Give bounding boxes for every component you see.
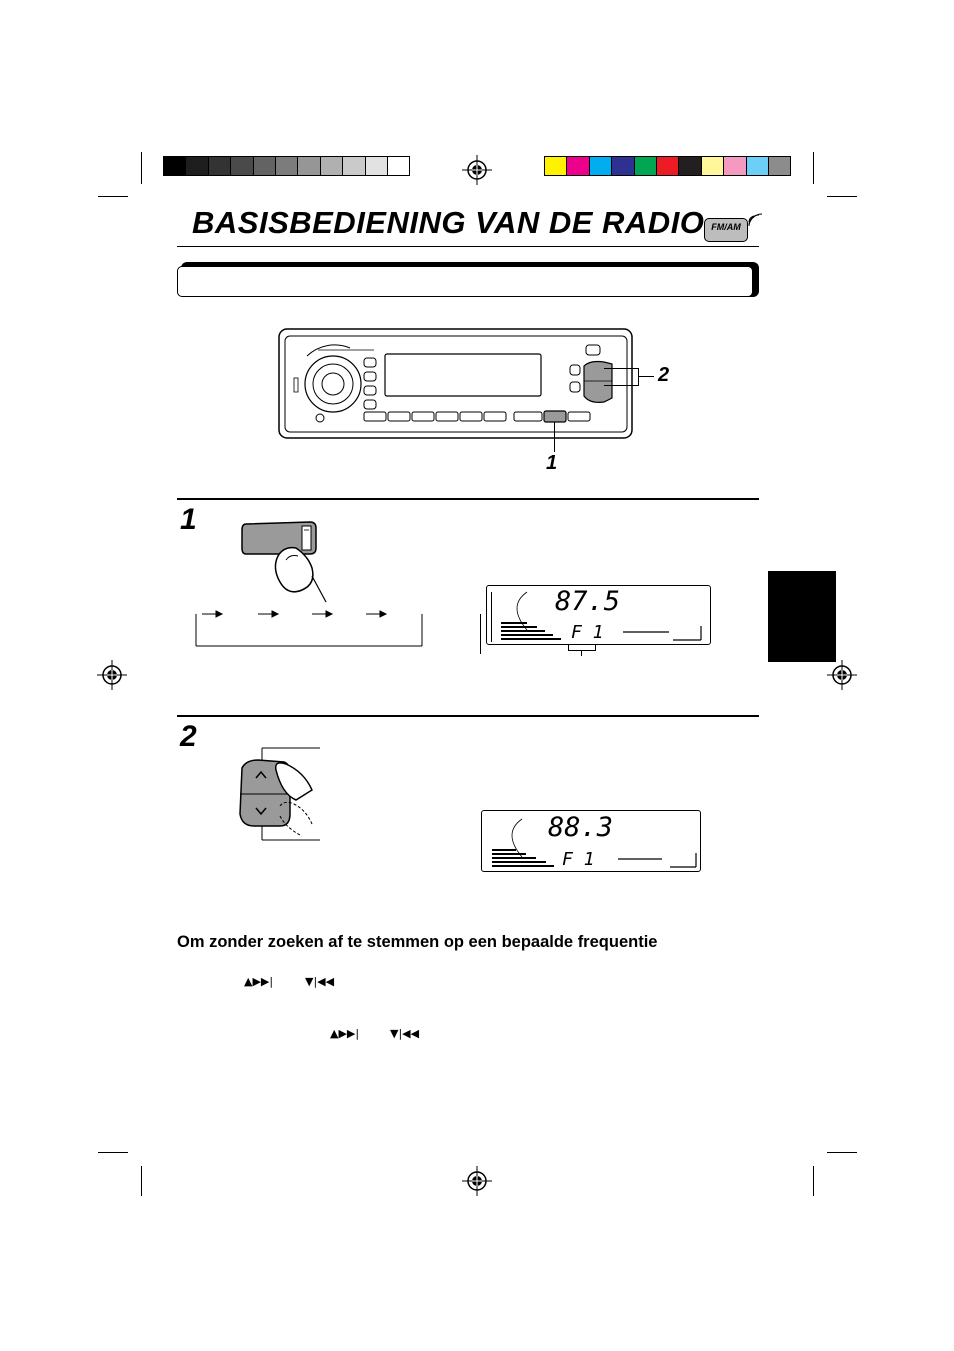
color-swatch bbox=[588, 156, 613, 176]
callout-label-2: 2 bbox=[658, 364, 670, 386]
heading-box bbox=[177, 266, 753, 297]
step-2-number: 2 bbox=[180, 720, 197, 753]
band-cycle-diagram bbox=[195, 610, 423, 647]
lcd-frequency-2: 88.3 bbox=[548, 812, 614, 843]
registration-target-icon-top bbox=[462, 155, 492, 185]
crop-mark-top-left-v bbox=[141, 152, 142, 184]
lcd-graphics-2 bbox=[492, 818, 697, 868]
registration-target-icon-bottom bbox=[462, 1166, 492, 1196]
color-swatch bbox=[700, 156, 725, 176]
crop-mark-top-right-v bbox=[813, 152, 814, 184]
radio-wave-icon bbox=[748, 213, 763, 226]
color-swatch bbox=[656, 156, 680, 176]
crop-mark-bottom-left-v bbox=[141, 1166, 142, 1196]
inline-down-button-label-1: ▼|◀◀ bbox=[305, 975, 335, 988]
lcd-1-band-bracket bbox=[568, 644, 596, 651]
color-swatch bbox=[566, 156, 590, 176]
lcd-band-1: F 1 bbox=[571, 622, 604, 643]
color-swatch bbox=[745, 156, 769, 176]
gray-swatch bbox=[252, 156, 276, 176]
lcd-graphics-1 bbox=[501, 591, 702, 641]
crop-mark-top-right-h bbox=[827, 196, 857, 197]
color-swatch bbox=[633, 156, 657, 176]
step-2-rule bbox=[177, 715, 759, 717]
title-underline bbox=[177, 246, 759, 247]
gray-swatch bbox=[364, 156, 388, 176]
color-swatch bbox=[678, 156, 702, 176]
lcd-frequency-1: 87.5 bbox=[555, 586, 621, 617]
inline-up-button-label-1: ▲▶▶| bbox=[244, 975, 274, 988]
page-title: BASISBEDIENING VAN DE RADIO bbox=[192, 205, 705, 240]
crop-mark-bottom-right-h bbox=[827, 1152, 857, 1153]
callout-label-1: 1 bbox=[546, 452, 558, 474]
step-1-number: 1 bbox=[180, 503, 197, 536]
lcd-display-step-1: 87.5 F 1 bbox=[486, 585, 711, 645]
callout-bracket-2 bbox=[604, 368, 639, 386]
gray-swatch bbox=[297, 156, 321, 176]
crop-mark-top-left-h bbox=[98, 196, 128, 197]
section-heading: Om zonder zoeken af te stemmen op een be… bbox=[177, 933, 658, 951]
inline-up-button-label-2: ▲▶▶| bbox=[330, 1027, 360, 1040]
language-side-tab bbox=[768, 571, 836, 662]
lcd-band-2: F 1 bbox=[562, 849, 595, 870]
color-swatch bbox=[544, 156, 568, 176]
lcd-1-side-line-b bbox=[491, 592, 492, 642]
step-1-rule bbox=[177, 498, 759, 500]
lcd-1-side-line bbox=[480, 614, 481, 654]
color-swatch bbox=[723, 156, 747, 176]
gray-swatch bbox=[319, 156, 344, 176]
color-swatch bbox=[768, 156, 792, 176]
callout-line-2 bbox=[638, 376, 654, 377]
registration-target-icon-right bbox=[827, 660, 857, 690]
seek-rocker-press-icon bbox=[239, 747, 320, 841]
lcd-1-band-pointer bbox=[581, 650, 582, 656]
registration-target-icon-left bbox=[97, 660, 127, 690]
inline-down-button-label-2: ▼|◀◀ bbox=[390, 1027, 420, 1040]
gray-swatch bbox=[163, 156, 187, 176]
gray-swatch bbox=[275, 156, 299, 176]
band-button-press-icon bbox=[241, 521, 327, 603]
color-swatch bbox=[611, 156, 635, 176]
gray-swatch bbox=[230, 156, 254, 176]
crop-mark-bottom-left-h bbox=[98, 1152, 128, 1153]
gray-swatch bbox=[342, 156, 366, 176]
crop-mark-bottom-right-v bbox=[813, 1166, 814, 1196]
callout-line-1 bbox=[554, 422, 555, 452]
fm-am-badge-label: FM/AM bbox=[711, 222, 741, 232]
gray-swatch bbox=[387, 156, 411, 176]
fm-am-badge: FM/AM bbox=[704, 218, 748, 242]
lcd-display-step-2: 88.3 F 1 bbox=[481, 810, 701, 872]
gray-swatch bbox=[207, 156, 232, 176]
car-stereo-panel bbox=[278, 328, 633, 439]
gray-swatch bbox=[185, 156, 209, 176]
